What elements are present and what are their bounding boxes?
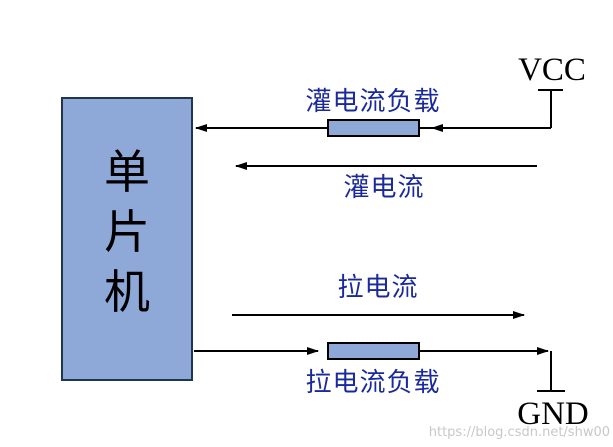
sink-load-label: 灌电流负载 [305, 87, 440, 117]
sink-load-resistor [327, 119, 420, 137]
mcu-label-char-3: 机 [104, 265, 150, 319]
vcc-label: VCC [518, 52, 586, 88]
mcu-label-char-2: 片 [104, 205, 150, 259]
mcu-label-char-1: 单 [104, 145, 150, 199]
gnd-label: GND [517, 396, 589, 432]
mcu-block [61, 97, 193, 381]
source-load-label: 拉电流负载 [305, 368, 440, 398]
source-current-label: 拉电流 [337, 273, 418, 303]
sink-current-label: 灌电流 [343, 173, 424, 203]
source-load-resistor [327, 342, 420, 360]
watermark: https://blog.csdn.net/shw00 [429, 425, 610, 440]
